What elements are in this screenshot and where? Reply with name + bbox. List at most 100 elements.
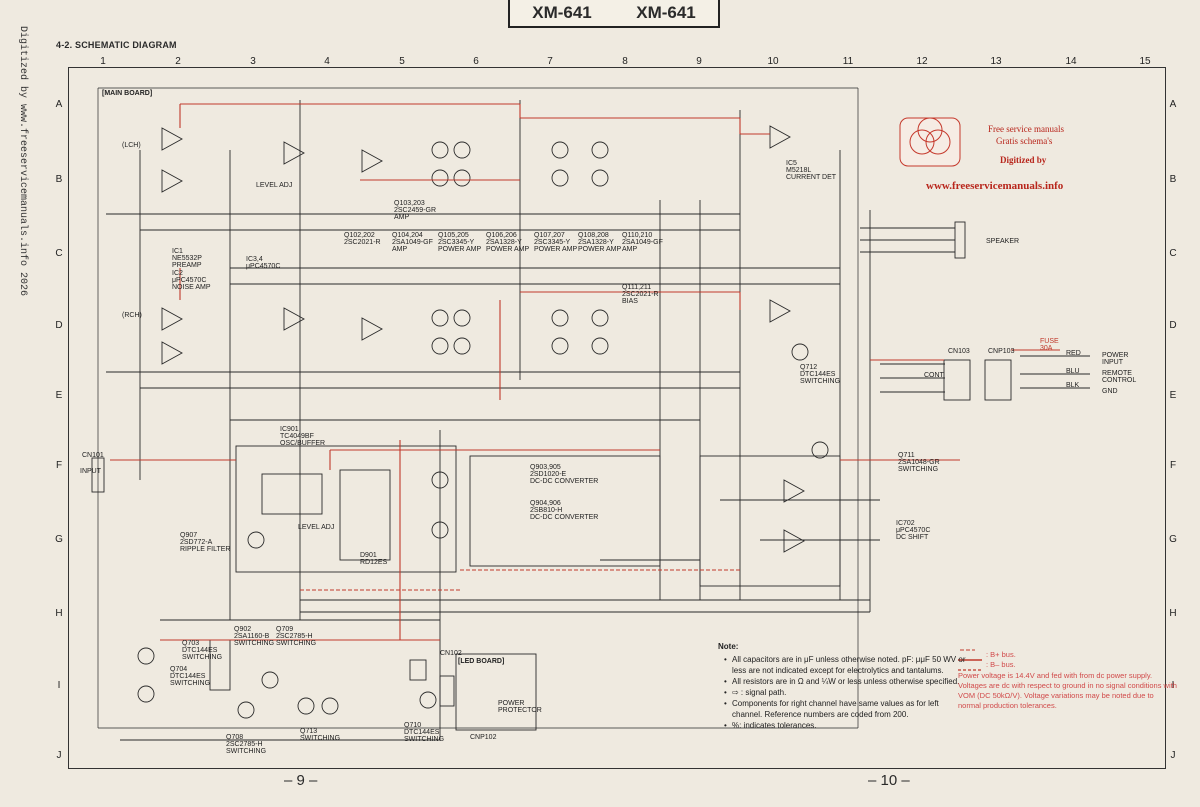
page-number-left: – 9 – <box>284 772 318 789</box>
gnd-label: GND <box>1102 388 1118 395</box>
q108-label: Q108,208 2SA1328-Y POWER AMP <box>578 232 622 253</box>
model-title-box: XM-641 XM-641 <box>508 0 720 28</box>
row-marker: B <box>55 174 63 185</box>
row-marker: G <box>55 534 63 545</box>
row-marker: A <box>1169 99 1177 110</box>
q711-label: Q711 2SA1048-GR SWITCHING <box>898 452 940 473</box>
level-adj-power-label: LEVEL ADJ <box>298 524 335 531</box>
d901-label: D901 RD12ES <box>360 552 388 566</box>
q904-label: Q904,906 2SB810-H DC-DC CONVERTER <box>530 500 599 521</box>
note-item: ⇨ : signal path. <box>724 687 968 698</box>
ic2-label: IC2 μPC4570C NOISE AMP <box>172 270 211 291</box>
row-marker: I <box>57 680 61 691</box>
main-board-outline <box>97 87 859 729</box>
bminus-legend-text: : B– bus. <box>986 660 1016 669</box>
ic702-label: IC702 μPC4570C DC SHIFT <box>896 520 931 541</box>
column-marker: 12 <box>916 56 928 67</box>
remote-control-label: REMOTE CONTROL <box>1102 370 1137 384</box>
fuse-label: FUSE 30A <box>1040 338 1059 352</box>
row-marker: C <box>1169 248 1177 259</box>
digitized-side-text: Digitized by www.freeservicemanuals.info… <box>17 26 28 297</box>
row-marker: C <box>55 248 63 259</box>
column-marker: 15 <box>1139 56 1151 67</box>
row-marker: H <box>1169 608 1177 619</box>
row-marker: F <box>1169 460 1177 471</box>
ic5-label: IC5 M5218L CURRENT DET <box>786 160 837 181</box>
column-marker: 8 <box>622 56 628 67</box>
q704-label: Q704 DTC144ES SWITCHING <box>170 666 211 687</box>
column-marker: 4 <box>324 56 330 67</box>
q713-label: Q713 SWITCHING <box>300 728 341 742</box>
row-marker: D <box>1169 320 1177 331</box>
section-title: 4-2. SCHEMATIC DIAGRAM <box>56 40 177 50</box>
rch-label: (RCH) <box>122 312 142 319</box>
row-marker: I <box>1171 680 1175 691</box>
q902-label: Q902 2SA1160-B SWITCHING <box>234 626 275 647</box>
ic901-label: IC901 TC4049BF OSC/BUFFER <box>280 426 326 447</box>
column-marker: 10 <box>767 56 779 67</box>
page-number-right: – 10 – <box>868 772 910 789</box>
q710-label: Q710 DTC144ES SWITCHING <box>404 722 445 743</box>
cnp103-label: CNP103 <box>988 348 1015 355</box>
cn101-label: CN101 <box>82 452 104 459</box>
cn102-label: CN102 <box>440 650 462 657</box>
ic1-label: IC1 NE5532P PREAMP <box>172 248 202 269</box>
q903-label: Q903,905 2SD1020-E DC-DC CONVERTER <box>530 464 599 485</box>
column-marker: 11 <box>842 56 854 67</box>
watermark-line3: Digitized by <box>1000 155 1047 165</box>
cnp102-label: CNP102 <box>470 734 497 741</box>
note-item: All resistors are in Ω and ¼W or less un… <box>724 676 968 687</box>
bplus-bus <box>110 103 1060 641</box>
led-board-label: [LED BOARD] <box>458 658 505 665</box>
q102-label: Q102,202 2SC2021-R <box>344 232 381 246</box>
diagram-frame <box>68 67 1166 769</box>
column-marker: 2 <box>175 56 181 67</box>
input-label: INPUT <box>80 468 101 475</box>
column-marker: 9 <box>696 56 702 67</box>
q103-label: Q103,203 2SC2459-GR AMP <box>394 200 437 221</box>
row-marker: A <box>55 99 63 110</box>
model-label-right: XM-641 <box>636 3 696 22</box>
power-protector-label: POWER PROTECTOR <box>498 700 542 714</box>
q105-label: Q105,205 2SC3345-Y POWER AMP <box>438 232 482 253</box>
q106-label: Q106,206 2SA1328-Y POWER AMP <box>486 232 530 253</box>
speaker-label: SPEAKER <box>986 238 1020 245</box>
voltage-legend: : B+ bus. : B– bus. Power voltage is 14.… <box>950 650 1178 711</box>
q111-label: Q111,211 2SC2021-R BIAS <box>622 284 659 305</box>
note-item: Components for right channel have same v… <box>724 698 968 720</box>
watermark-line4: www.freeservicemanuals.info <box>926 180 1064 192</box>
cont-label: CONT <box>924 372 944 379</box>
column-marker: 14 <box>1065 56 1077 67</box>
column-marker: 3 <box>250 56 256 67</box>
q709-label: Q709 2SC2785-H SWITCHING <box>276 626 317 647</box>
q712-label: Q712 DTC144ES SWITCHING <box>800 364 841 385</box>
q708-label: Q708 2SC2785-H SWITCHING <box>226 734 267 755</box>
blu-wire-label: BLU <box>1066 368 1080 375</box>
main-board-label: [MAIN BOARD] <box>102 90 153 97</box>
q907-label: Q907 2SD772-A RIPPLE FILTER <box>180 532 231 553</box>
column-marker: 7 <box>547 56 553 67</box>
note-item: All capacitors are in μF unless otherwis… <box>724 654 968 676</box>
voltage-note: Power voltage is 14.4V and fed with from… <box>958 671 1177 710</box>
row-marker: J <box>56 750 62 761</box>
cn103-label: CN103 <box>948 348 970 355</box>
red-wire-label: RED <box>1066 350 1081 357</box>
ic34-label: IC3,4 μPC4570C <box>246 256 281 270</box>
column-marker: 6 <box>473 56 479 67</box>
bplus-legend-text: : B+ bus. <box>986 650 1016 659</box>
row-marker: F <box>55 460 63 471</box>
row-marker: D <box>55 320 63 331</box>
notes-block: Note: All capacitors are in μF unless ot… <box>718 641 968 731</box>
q107-label: Q107,207 2SC3345-Y POWER AMP <box>534 232 578 253</box>
row-marker: B <box>1169 174 1177 185</box>
column-marker: 5 <box>399 56 405 67</box>
column-marker: 1 <box>100 56 106 67</box>
column-marker: 13 <box>990 56 1002 67</box>
q110-label: Q110,210 2SA1049-GF AMP <box>622 232 663 253</box>
lch-label: (LCH) <box>122 142 141 149</box>
row-marker: H <box>55 608 63 619</box>
row-marker: E <box>1169 390 1177 401</box>
model-label-left: XM-641 <box>532 3 592 22</box>
row-marker: E <box>55 390 63 401</box>
